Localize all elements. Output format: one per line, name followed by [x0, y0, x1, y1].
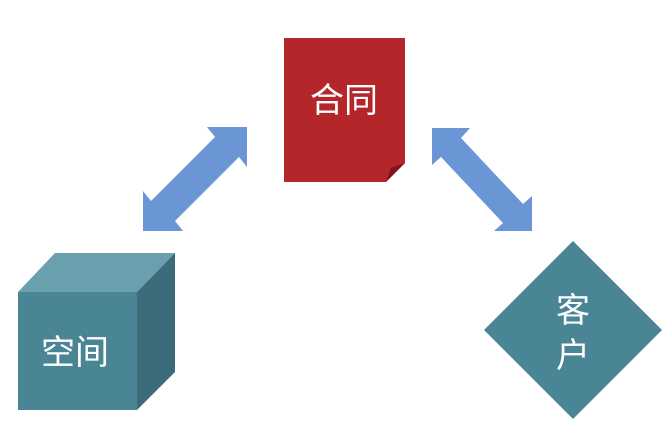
- space-cube-top: [18, 253, 175, 292]
- contract-label: 合同: [310, 81, 378, 121]
- customer-diamond-shape: [484, 241, 662, 419]
- customer-label-line2: 户: [556, 336, 590, 376]
- arrow-contract-customer: [432, 128, 532, 231]
- contract-document-shape: [284, 38, 405, 182]
- space-cube-front: [18, 292, 137, 410]
- space-cube-side: [137, 253, 175, 410]
- customer-node: 客 户: [484, 241, 662, 419]
- customer-label-line1: 客: [556, 291, 590, 331]
- contract-node: 合同: [284, 38, 405, 182]
- contract-fold-corner: [386, 163, 405, 182]
- space-node: 空间: [18, 253, 175, 410]
- arrow-contract-space: [143, 127, 247, 231]
- space-label: 空间: [41, 333, 109, 373]
